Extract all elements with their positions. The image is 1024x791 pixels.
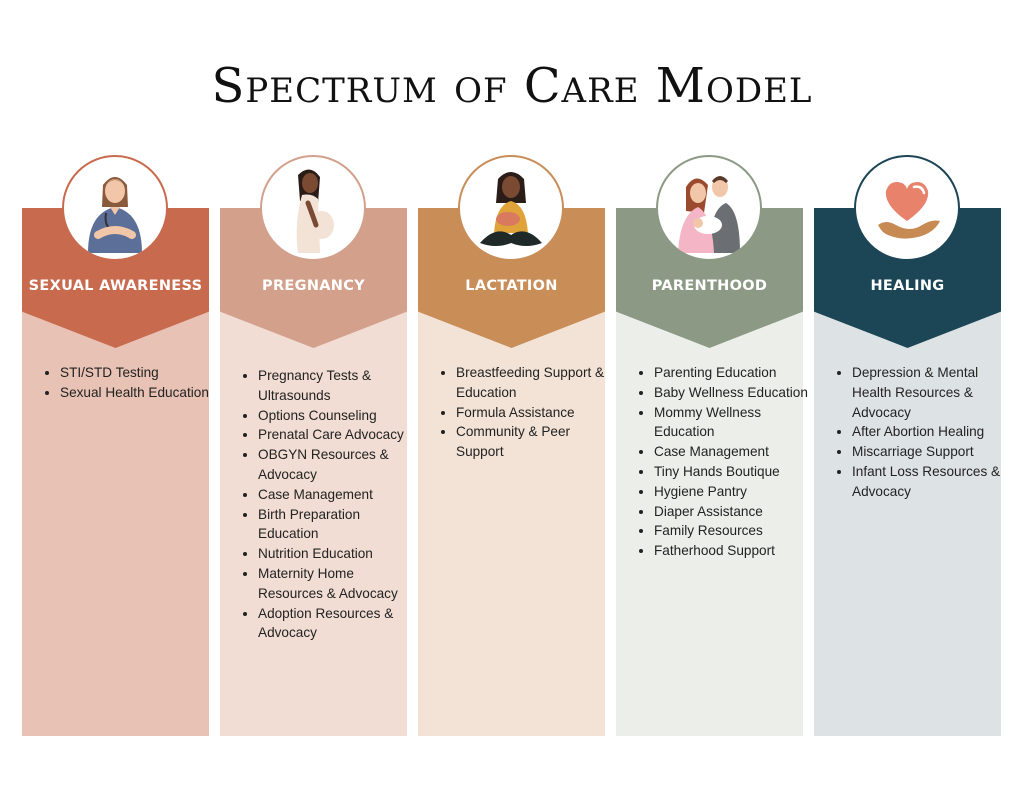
list-item: Fatherhood Support [654, 541, 812, 561]
column-label: SEXUAL AWARENESS [28, 278, 203, 294]
list-item: Options Counseling [258, 406, 416, 426]
list-item: Case Management [258, 485, 416, 505]
list-item: Formula Assistance [456, 403, 614, 423]
column-sexual-awareness: SEXUAL AWARENESS STI/STD Testing Sexual … [22, 0, 209, 791]
pregnant-woman-illustration-icon [296, 169, 334, 253]
list-item: Adoption Resources & Advocacy [258, 604, 416, 644]
list-item: After Abortion Healing [852, 422, 1010, 442]
list-item: Parenting Education [654, 363, 812, 383]
list-item: Tiny Hands Boutique [654, 462, 812, 482]
icon-circle [854, 155, 960, 261]
item-list: Depression & Mental Health Resources & A… [834, 363, 1010, 502]
breastfeeding-mother-illustration-icon [480, 172, 542, 246]
icon-circle [62, 155, 168, 261]
list-item: Nutrition Education [258, 544, 416, 564]
icon-circle [656, 155, 762, 261]
list-item: STI/STD Testing [60, 363, 218, 383]
list-item: Depression & Mental Health Resources & A… [852, 363, 1010, 422]
column-body [220, 312, 407, 736]
column-label: PREGNANCY [262, 278, 365, 294]
item-list: STI/STD Testing Sexual Health Education [42, 363, 218, 403]
list-item: Sexual Health Education [60, 383, 218, 403]
icon-circle [458, 155, 564, 261]
list-item: Birth Preparation Education [258, 505, 416, 545]
column-healing: HEALING Depression & Mental Health Resou… [814, 0, 1001, 791]
heart-in-hand-icon [878, 182, 940, 239]
list-item: Baby Wellness Education [654, 383, 812, 403]
nurse-illustration-icon [88, 177, 142, 253]
page-title: Spectrum of Care Model [211, 58, 813, 114]
list-item: Maternity Home Resources & Advocacy [258, 564, 416, 604]
column-pregnancy: PREGNANCY Pregnancy Tests & Ultrasounds … [220, 0, 407, 791]
list-item: Pregnancy Tests & Ultrasounds [258, 366, 416, 406]
item-list: Parenting Education Baby Wellness Educat… [636, 363, 812, 561]
list-item: Mommy Wellness Education [654, 403, 812, 443]
list-item: Infant Loss Resources & Advocacy [852, 462, 1010, 502]
list-item: Breastfeeding Support & Education [456, 363, 614, 403]
column-body [814, 312, 1001, 736]
list-item: Diaper Assistance [654, 502, 812, 522]
column-label: HEALING [870, 278, 945, 294]
list-item: Miscarriage Support [852, 442, 1010, 462]
column-body [22, 312, 209, 736]
list-item: Family Resources [654, 521, 812, 541]
column-lactation: LACTATION Breastfeeding Support & Educat… [418, 0, 605, 791]
column-parenthood: PARENTHOOD Parenting Education Baby Well… [616, 0, 808, 791]
column-body [616, 312, 803, 736]
parents-with-baby-illustration-icon [678, 176, 740, 253]
column-label: PARENTHOOD [651, 278, 768, 294]
list-item: OBGYN Resources & Advocacy [258, 445, 416, 485]
list-item: Community & Peer Support [456, 422, 614, 462]
list-item: Prenatal Care Advocacy [258, 425, 416, 445]
icon-circle [260, 155, 366, 261]
column-body [418, 312, 605, 736]
list-item: Hygiene Pantry [654, 482, 812, 502]
list-item: Case Management [654, 442, 812, 462]
item-list: Breastfeeding Support & Education Formul… [438, 363, 614, 462]
column-label: LACTATION [465, 278, 558, 294]
item-list: Pregnancy Tests & Ultrasounds Options Co… [240, 366, 416, 643]
